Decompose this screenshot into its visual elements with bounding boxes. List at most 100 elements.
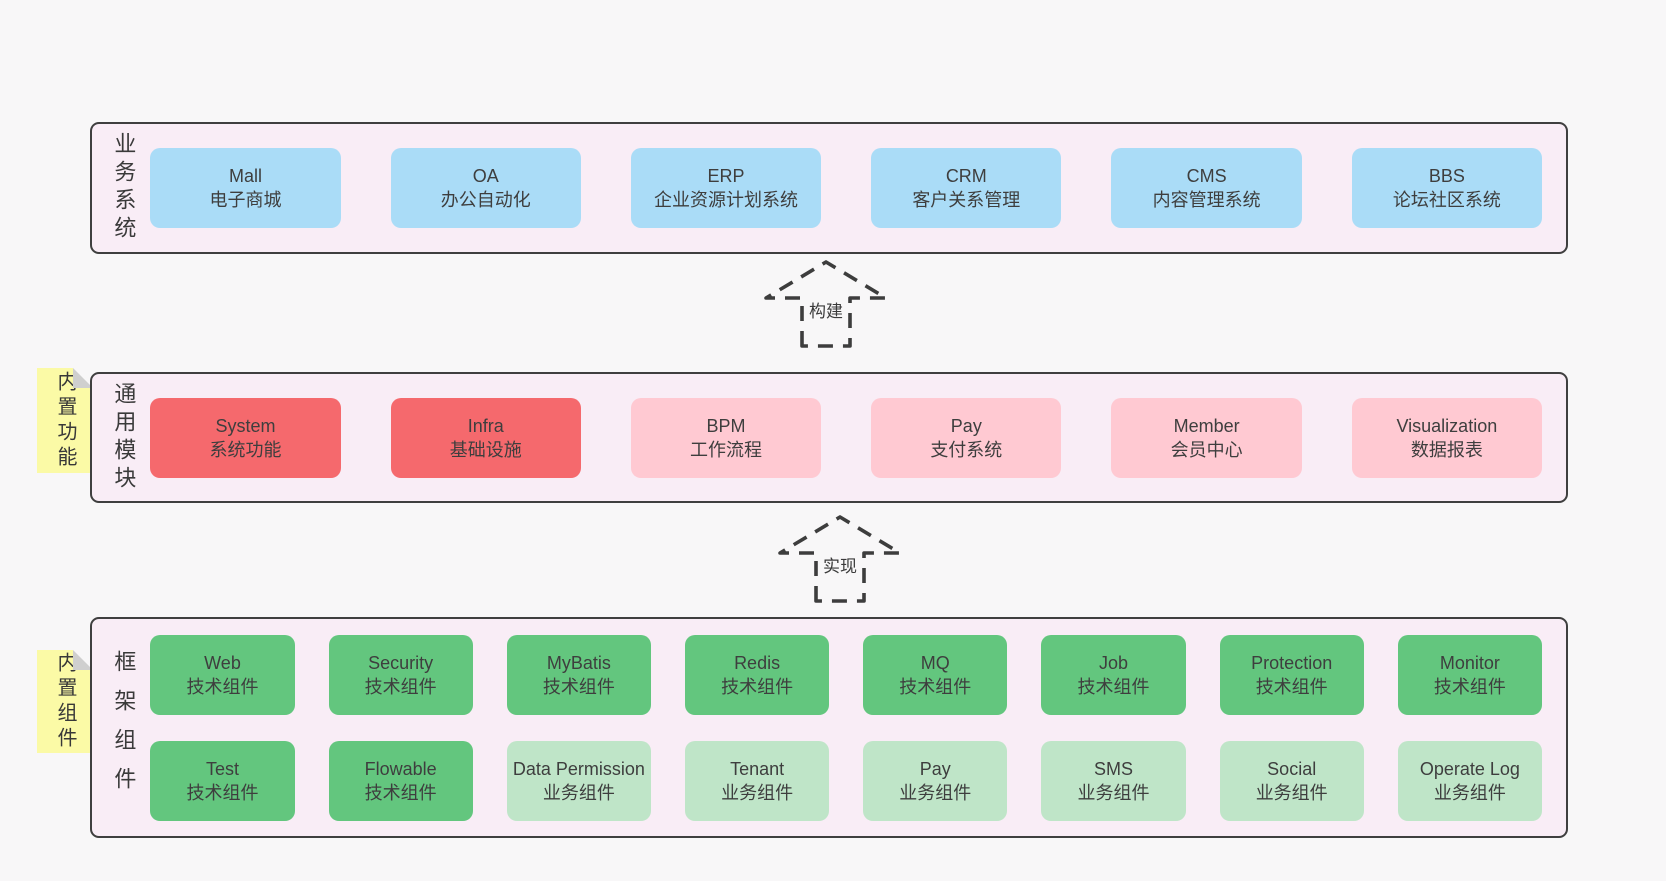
box-social-title: Social	[1267, 758, 1317, 779]
box-mybatis-subtitle: 技术组件	[542, 676, 615, 697]
box-web-subtitle: 技术组件	[186, 676, 259, 697]
box-oa: OA 办公自动化	[390, 148, 581, 228]
box-bbs-subtitle: 论坛社区系统	[1392, 190, 1501, 210]
box-erp: ERP 企业资源计划系统	[630, 148, 822, 228]
box-infra: Infra 基础设施	[390, 397, 581, 478]
box-social-subtitle: 业务组件	[1255, 782, 1328, 803]
builtin-features-sticky-note: 内置功能	[37, 368, 93, 473]
box-flowable-title: Flowable	[364, 758, 437, 779]
box-flowable-subtitle: 技术组件	[364, 782, 437, 803]
box-tenant-subtitle: 业务组件	[721, 782, 794, 803]
box-operate-log: Operate Log 业务组件	[1397, 740, 1542, 821]
box-security-subtitle: 技术组件	[364, 676, 437, 697]
box-crm-subtitle: 客户关系管理	[912, 190, 1021, 210]
box-cms: CMS 内容管理系统	[1111, 148, 1302, 228]
builtin-features-sticky-label: 内置功能	[54, 370, 76, 471]
box-monitor: Monitor 技术组件	[1397, 634, 1542, 715]
box-pay-component: Pay 业务组件	[863, 740, 1008, 821]
box-visualization: Visualization 数据报表	[1351, 397, 1542, 478]
box-member-subtitle: 会员中心	[1170, 439, 1243, 460]
common-modules-label: 通用模块	[111, 381, 137, 494]
box-infra-title: Infra	[467, 415, 504, 436]
box-flowable: Flowable 技术组件	[328, 740, 473, 821]
box-pay-system-title: Pay	[950, 415, 982, 436]
box-job-subtitle: 技术组件	[1077, 676, 1150, 697]
box-pay-component-subtitle: 业务组件	[899, 782, 972, 803]
builtin-components-sticky-note: 内置组件	[37, 650, 93, 753]
build-arrow-label: 构建	[806, 296, 846, 323]
box-operate-log-title: Operate Log	[1419, 758, 1520, 779]
common-modules-panel: 通用模块 System 系统功能 Infra 基础设施 BPM 工作流程 Pay…	[90, 372, 1568, 503]
box-bbs: BBS 论坛社区系统	[1351, 148, 1542, 228]
box-visualization-subtitle: 数据报表	[1410, 439, 1483, 460]
box-system-subtitle: 系统功能	[209, 439, 282, 460]
business-systems-row: Mall 电子商城 OA 办公自动化 ERP 企业资源计划系统 CRM 客户关系…	[150, 148, 1542, 228]
box-member-title: Member	[1173, 415, 1240, 436]
box-test: Test 技术组件	[150, 740, 295, 821]
framework-components-label: 框架组件	[111, 649, 137, 806]
box-bpm-title: BPM	[706, 415, 746, 436]
box-monitor-subtitle: 技术组件	[1433, 676, 1506, 697]
box-system: System 系统功能	[150, 397, 341, 478]
box-data-permission-title: Data Permission	[512, 758, 645, 779]
box-redis: Redis 技术组件	[684, 634, 830, 715]
business-systems-label: 业务系统	[111, 132, 137, 244]
box-web-title: Web	[204, 652, 241, 673]
builtin-components-sticky-label: 内置组件	[54, 651, 76, 752]
box-sms: SMS 业务组件	[1041, 740, 1186, 821]
box-bpm: BPM 工作流程	[630, 397, 822, 478]
box-mall-subtitle: 电子商城	[209, 190, 282, 210]
box-pay-component-title: Pay	[919, 758, 951, 779]
box-tenant: Tenant 业务组件	[684, 740, 830, 821]
box-sms-subtitle: 业务组件	[1077, 782, 1150, 803]
box-mybatis-title: MyBatis	[546, 652, 611, 673]
implement-arrow: 实现	[770, 511, 910, 603]
box-monitor-title: Monitor	[1439, 652, 1500, 673]
box-protection-title: Protection	[1251, 652, 1333, 673]
box-mybatis: MyBatis 技术组件	[506, 634, 651, 715]
common-modules-row: System 系统功能 Infra 基础设施 BPM 工作流程 Pay 支付系统…	[150, 397, 1542, 478]
box-mq: MQ 技术组件	[863, 634, 1008, 715]
box-oa-title: OA	[472, 166, 499, 186]
box-pay-system-subtitle: 支付系统	[930, 439, 1003, 460]
box-test-title: Test	[205, 758, 239, 779]
box-erp-title: ERP	[707, 166, 745, 186]
framework-components-panel: 框架组件 Web 技术组件 Security 技术组件 MyBatis 技术组件…	[90, 617, 1568, 838]
box-data-permission-subtitle: 业务组件	[542, 782, 615, 803]
box-oa-subtitle: 办公自动化	[440, 190, 531, 210]
box-protection: Protection 技术组件	[1219, 634, 1364, 715]
box-bpm-subtitle: 工作流程	[690, 439, 763, 460]
box-job: Job 技术组件	[1041, 634, 1186, 715]
box-member: Member 会员中心	[1111, 397, 1302, 478]
box-mall: Mall 电子商城	[150, 148, 341, 228]
box-job-title: Job	[1098, 652, 1128, 673]
box-mall-title: Mall	[229, 166, 263, 186]
box-pay-system: Pay 支付系统	[871, 397, 1062, 478]
box-crm-title: CRM	[945, 166, 987, 186]
box-security-title: Security	[368, 652, 434, 673]
box-system-title: System	[215, 415, 276, 436]
business-systems-panel: 业务系统 Mall 电子商城 OA 办公自动化 ERP 企业资源计划系统 CRM…	[90, 122, 1568, 254]
box-social: Social 业务组件	[1219, 740, 1364, 821]
box-mq-title: MQ	[920, 652, 950, 673]
framework-components-grid: Web 技术组件 Security 技术组件 MyBatis 技术组件 Redi…	[150, 634, 1542, 821]
box-mq-subtitle: 技术组件	[899, 676, 972, 697]
implement-arrow-label: 实现	[820, 551, 860, 578]
box-erp-subtitle: 企业资源计划系统	[654, 190, 799, 210]
box-infra-subtitle: 基础设施	[449, 439, 522, 460]
box-data-permission: Data Permission 业务组件	[506, 740, 651, 821]
box-security: Security 技术组件	[328, 634, 473, 715]
box-cms-title: CMS	[1186, 166, 1227, 186]
box-visualization-title: Visualization	[1396, 415, 1498, 436]
box-protection-subtitle: 技术组件	[1255, 676, 1328, 697]
box-operate-log-subtitle: 业务组件	[1433, 782, 1506, 803]
box-redis-title: Redis	[734, 652, 781, 673]
box-redis-subtitle: 技术组件	[721, 676, 794, 697]
box-tenant-title: Tenant	[730, 758, 785, 779]
box-cms-subtitle: 内容管理系统	[1152, 190, 1261, 210]
box-test-subtitle: 技术组件	[186, 782, 259, 803]
box-web: Web 技术组件	[150, 634, 295, 715]
box-crm: CRM 客户关系管理	[871, 148, 1062, 228]
build-arrow: 构建	[756, 256, 896, 348]
